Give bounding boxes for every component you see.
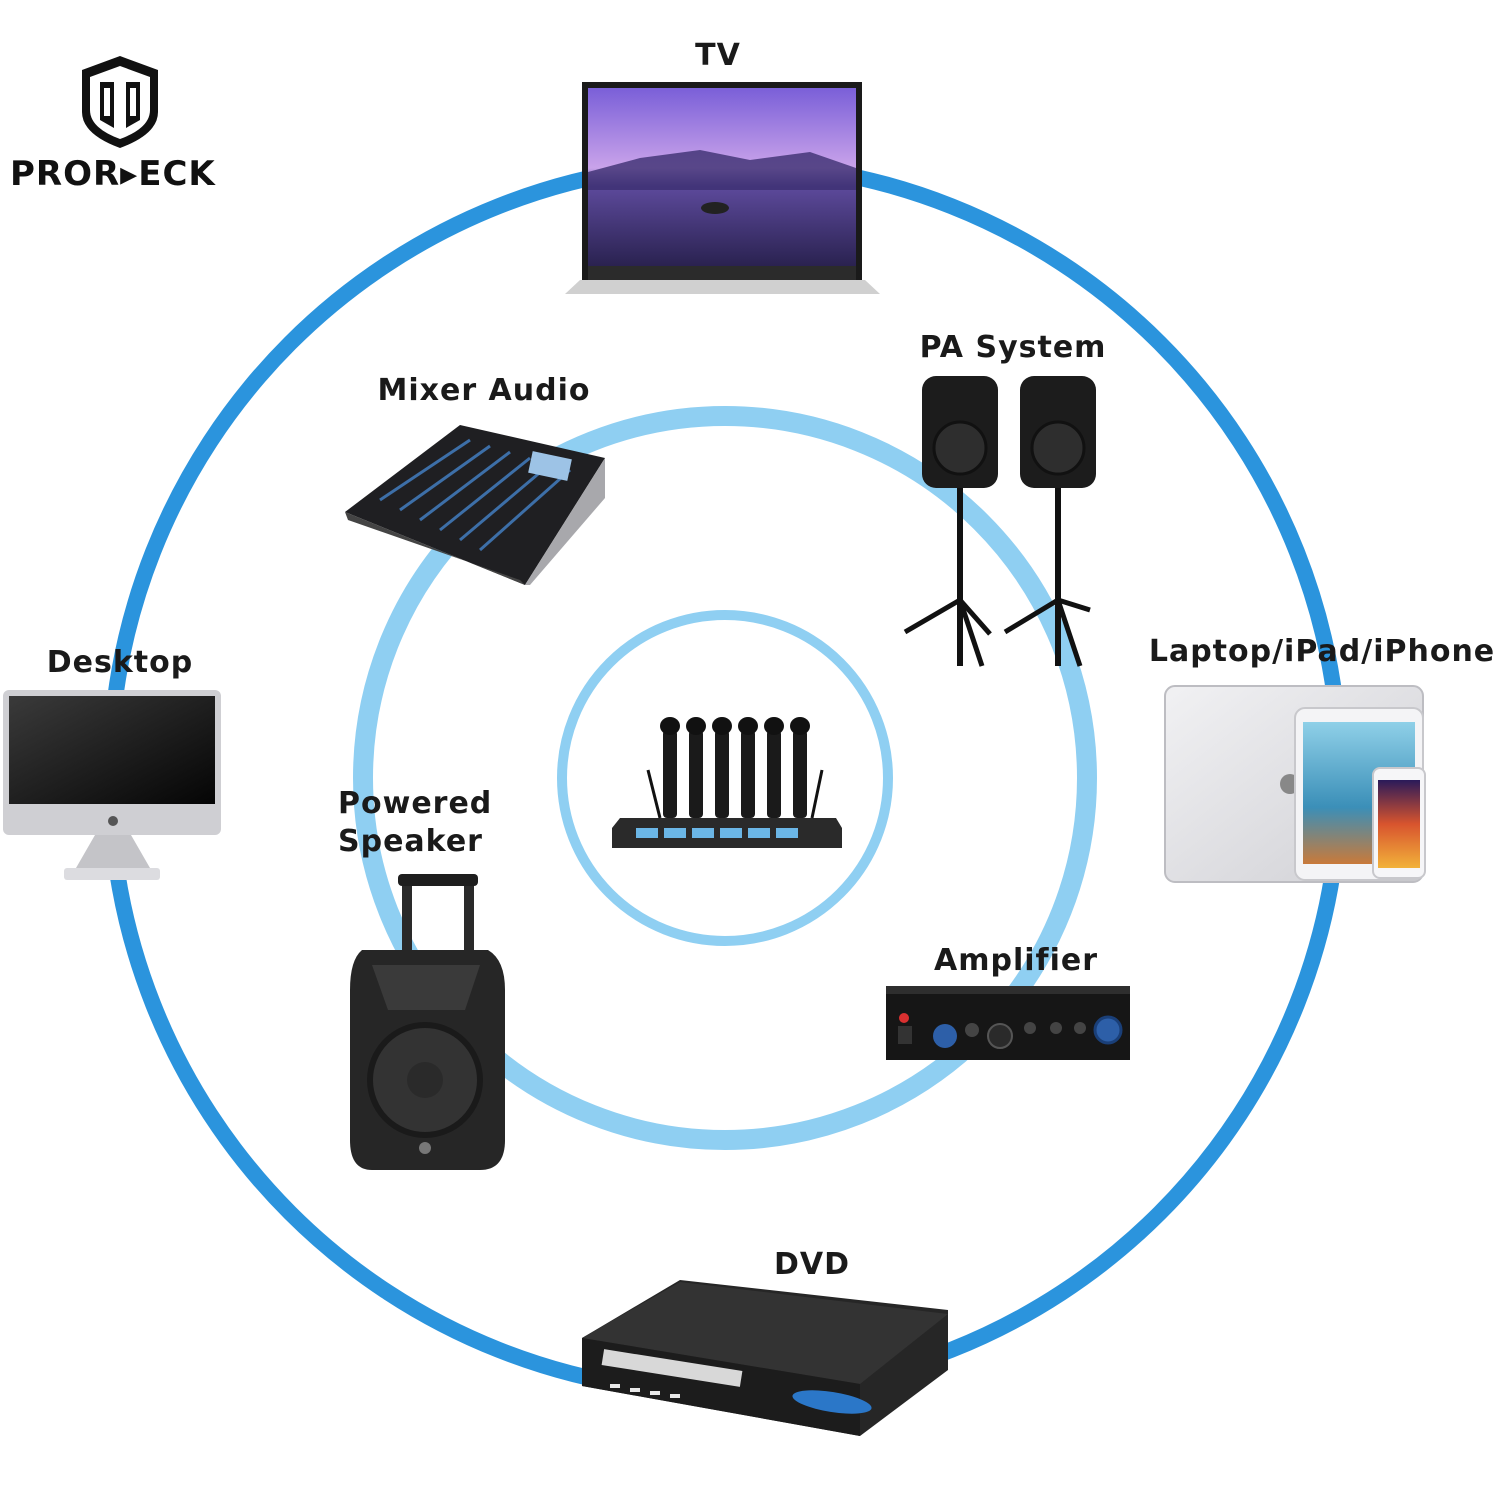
dvd-player-icon xyxy=(582,1280,948,1436)
tv-icon xyxy=(565,82,880,294)
wireless-microphone-system-icon xyxy=(612,717,842,848)
brand-name: PROR▸ECK xyxy=(10,154,216,194)
label-laptop-ipad-iphone: Laptop/iPad/iPhone xyxy=(1149,634,1495,669)
amplifier-icon xyxy=(886,986,1130,1060)
label-powered-speaker-line2: Speaker xyxy=(338,824,483,859)
label-mixer-audio: Mixer Audio xyxy=(377,373,590,408)
label-pa-system: PA System xyxy=(920,330,1107,365)
powered-speaker-icon xyxy=(350,874,505,1170)
laptop-tablet-phone-icon xyxy=(1164,685,1426,883)
audio-mixer-icon xyxy=(345,425,605,585)
middle-ring xyxy=(353,406,1097,1150)
label-dvd: DVD xyxy=(774,1247,850,1282)
label-tv: TV xyxy=(695,38,741,73)
inner-ring xyxy=(557,610,893,946)
desktop-computer-icon xyxy=(3,690,221,880)
label-desktop: Desktop xyxy=(47,645,193,680)
pa-speakers-on-tripods-icon xyxy=(903,376,1096,667)
label-amplifier: Amplifier xyxy=(934,943,1098,978)
shield-logo-icon xyxy=(82,56,158,148)
label-powered-speaker-line1: Powered xyxy=(338,786,492,821)
